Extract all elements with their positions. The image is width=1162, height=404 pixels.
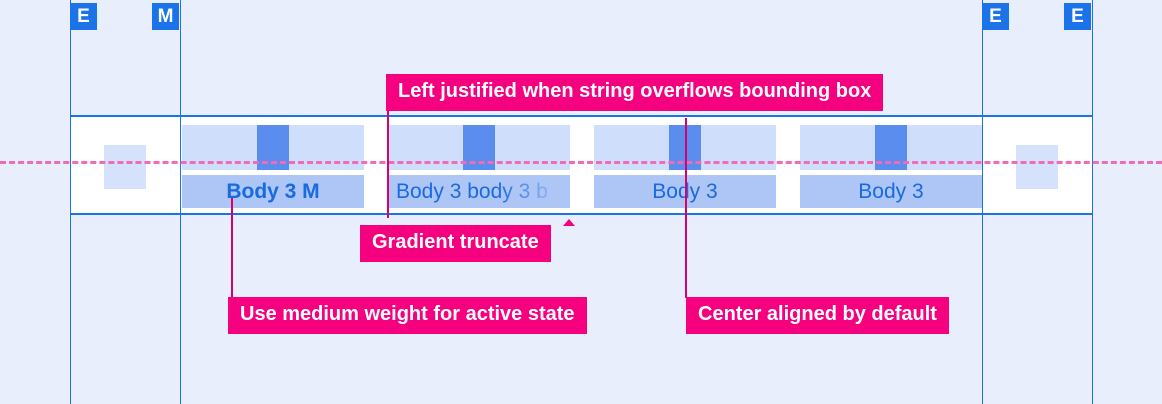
edge-square-right [1016,145,1058,189]
leader-center-aligned [685,118,687,298]
leader-medium-weight [231,198,233,298]
annotation-center-aligned: Center aligned by default [686,297,949,334]
annotation-medium-weight: Use medium weight for active state [228,297,587,334]
tab-label: Body 3 body 3 b [396,180,548,203]
spacing-marker-e-3: E [1064,3,1091,30]
tab-label: Body 3 [858,180,924,203]
tab-label-box: Body 3 body 3 b [388,175,570,208]
spacing-marker-e-1: E [70,3,97,30]
guide-left-margin [180,0,181,404]
tab-label: Body 3 [652,180,718,203]
tab-item-1[interactable]: Body 3 M [182,125,364,208]
tab-label-box: Body 3 [800,175,982,208]
guide-left-edge [70,0,71,404]
spacing-marker-m-1: M [152,3,179,30]
guide-right-margin [982,0,983,404]
edge-square-left [104,145,146,189]
spacing-marker-e-2: E [982,3,1009,30]
annotation-left-justified: Left justified when string overflows bou… [386,74,884,111]
annotation-gradient-truncate: Gradient truncate [360,225,551,262]
tab-label-box: Body 3 M [182,175,364,208]
tab-item-2[interactable]: Body 3 body 3 b [388,125,570,208]
baseline-guide [0,161,1162,164]
callout-tail-gradient-truncate [563,219,575,226]
guide-right-edge [1092,0,1093,404]
tab-label: Body 3 M [226,180,320,203]
leader-left-justified [387,108,389,218]
tab-item-4[interactable]: Body 3 [800,125,982,208]
tab-bar: Body 3 M Body 3 body 3 b Body 3 [70,115,1092,215]
